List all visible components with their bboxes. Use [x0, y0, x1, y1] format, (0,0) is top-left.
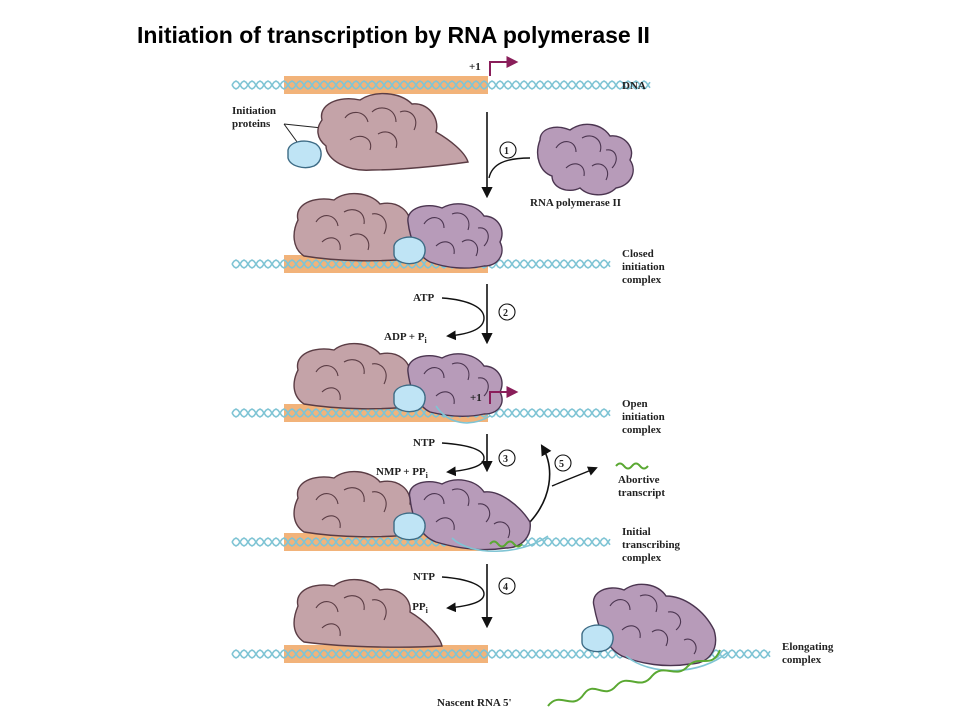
dna-strand-coding: [231, 80, 651, 90]
step-3-arrow: 3: [441, 434, 516, 477]
dna-strand-coding: [231, 537, 611, 547]
initial-label-line3: complex: [622, 552, 662, 564]
dna-row-1: [231, 76, 651, 94]
atp-label: ATP: [413, 292, 434, 304]
initiation-proteins-label-line2: proteins: [232, 118, 271, 130]
nascent-rna-label: Nascent RNA 5': [437, 697, 512, 709]
closed-label-line2: initiation: [622, 261, 665, 273]
dna-helix: [231, 537, 611, 547]
dna-helix: [231, 408, 611, 418]
nmp-ppi-label-step3: NMP + PPi: [376, 466, 429, 480]
dna-strand-coding: [231, 259, 611, 269]
elongating-label-line1: Elongating: [782, 641, 834, 653]
promoter-region: [284, 645, 488, 663]
initial-label-line2: transcribing: [622, 539, 681, 551]
open-label-line2: initiation: [622, 411, 665, 423]
step-5-number: 5: [559, 459, 564, 470]
step-1-number: 1: [504, 146, 509, 157]
abortive-label-line1: Abortive: [618, 474, 660, 486]
slide-title: Initiation of transcription by RNA polym…: [137, 22, 650, 48]
open-label-line3: complex: [622, 424, 662, 436]
dna-strand-template: [231, 408, 611, 418]
short-rna: [489, 540, 523, 548]
tss-marker-top: +1: [469, 56, 519, 76]
step-2-arrow: 2: [441, 284, 516, 345]
closed-initiation-complex: [293, 193, 503, 269]
gtfs-remaining-at-promoter: [293, 579, 443, 648]
rna-polymerase-ii-free: [536, 123, 634, 196]
step-1-arrow: 1: [481, 112, 531, 199]
open-label-line1: Open: [622, 398, 648, 410]
dna-strand-template: [231, 80, 651, 90]
ntp-label-step4: NTP: [413, 571, 435, 583]
initiation-protein-blob: [287, 140, 322, 169]
step-5-arrow: 5: [529, 444, 598, 523]
open-initiation-complex: +1: [293, 343, 519, 424]
abortive-transcript-squiggle: [615, 462, 649, 470]
nascent-rna-strand: [547, 649, 721, 707]
abortive-label-line2: transcript: [618, 487, 665, 499]
plus-one-label: +1: [469, 61, 481, 73]
initial-transcribing-complex: [293, 471, 549, 553]
dna-helix: [231, 80, 651, 90]
dna-strand-template: [231, 537, 611, 547]
general-transcription-factors: [287, 93, 469, 171]
initial-label-line1: Initial: [622, 526, 651, 538]
elongating-complex: [547, 583, 729, 707]
step-3-number: 3: [503, 454, 508, 465]
promoter-region: [284, 76, 488, 94]
closed-label-line1: Closed: [622, 248, 654, 260]
closed-label-line3: complex: [622, 274, 662, 286]
rna-polymerase-label: RNA polymerase II: [530, 197, 621, 209]
dna-strand-coding: [231, 408, 611, 418]
elongating-label-line2: complex: [782, 654, 822, 666]
initiation-proteins-label-line1: Initiation: [232, 105, 276, 117]
step-4-arrow: 4: [441, 564, 516, 629]
adp-pi-label: ADP + Pi: [384, 331, 428, 345]
plus-one-label-open: +1: [470, 392, 482, 404]
ntp-label-step3: NTP: [413, 437, 435, 449]
step-4-number: 4: [503, 582, 508, 593]
step-2-number: 2: [503, 308, 508, 319]
dna-label: DNA: [622, 80, 646, 92]
